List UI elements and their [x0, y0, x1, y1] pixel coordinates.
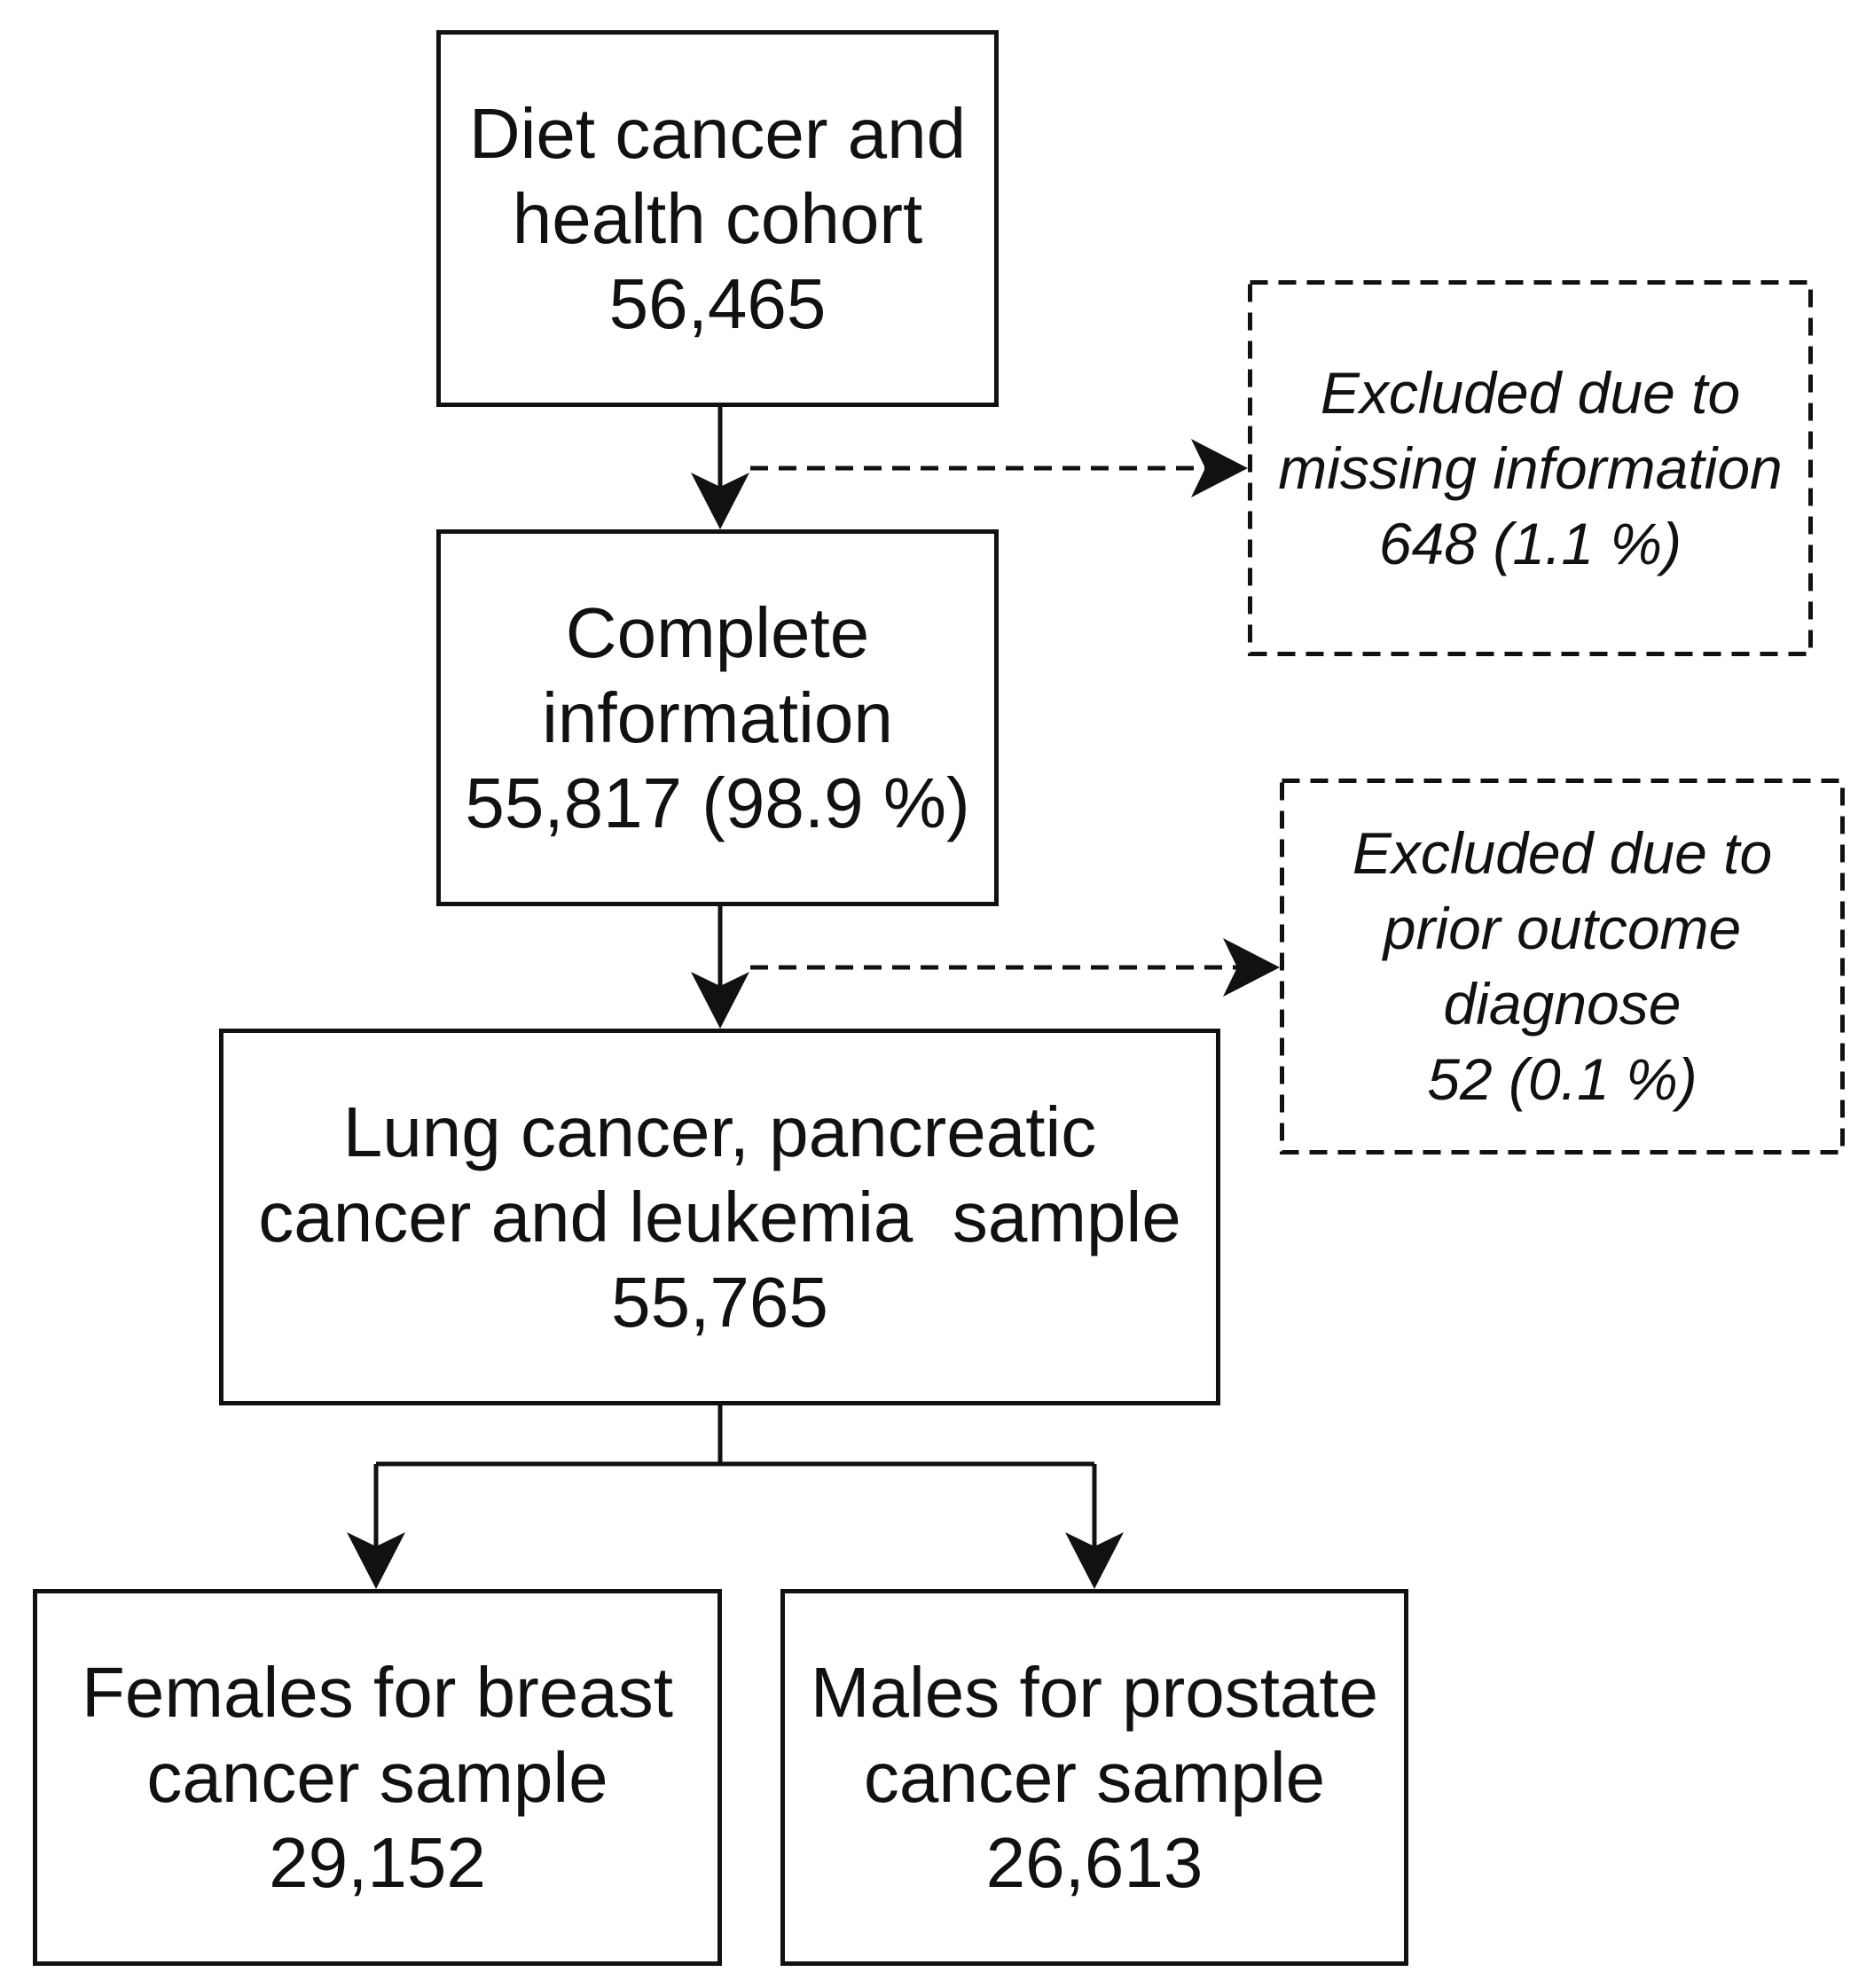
complete-count: 55,817 (98.9 %) [465, 763, 970, 842]
arrowhead-down [1065, 1532, 1124, 1589]
prior-line-3: diagnose [1443, 971, 1682, 1037]
sample-line-2: cancer and leukemia sample [258, 1177, 1181, 1256]
dashed-frame [1248, 280, 1813, 656]
males-prostate-cancer-box: Males for prostate cancer sample 26,613 [780, 1589, 1408, 1966]
prior-line-1: Excluded due to [1352, 820, 1773, 886]
complete-information-box: Complete information 55,817 (98.9 %) [436, 529, 999, 906]
cohort-line-1: Diet cancer and [468, 93, 967, 173]
excluded-missing-information-box: Excluded due to missing information 648 … [1248, 280, 1813, 656]
arrowhead-right [1191, 439, 1248, 497]
arrowhead-down [347, 1532, 405, 1589]
females-line-1: Females for breast [82, 1652, 673, 1732]
missing-count: 648 (1.1 %) [1378, 510, 1682, 576]
males-line-1: Males for prostate [810, 1652, 1379, 1732]
sample-count: 55,765 [611, 1262, 828, 1342]
complete-line-1: Complete [565, 592, 870, 672]
females-line-2: cancer sample [146, 1737, 608, 1817]
prior-line-2: prior outcome [1383, 896, 1742, 961]
sample-line-1: Lung cancer, pancreatic [342, 1092, 1097, 1171]
dashed-frame [1280, 779, 1845, 1154]
missing-line-2: missing information [1278, 434, 1783, 501]
cohort-line-2: health cohort [512, 178, 923, 258]
cohort-count: 56,465 [608, 263, 827, 343]
females-breast-cancer-box: Females for breast cancer sample 29,152 [33, 1589, 722, 1966]
prior-count: 52 (0.1 %) [1427, 1046, 1697, 1112]
arrowhead-down [691, 972, 749, 1029]
missing-line-1: Excluded due to [1320, 359, 1741, 426]
males-count: 26,613 [985, 1822, 1203, 1902]
lung-pancreatic-leukemia-sample-box: Lung cancer, pancreatic cancer and leuke… [219, 1029, 1220, 1405]
arrowhead-right [1223, 938, 1280, 997]
complete-line-2: information [542, 677, 893, 757]
excluded-prior-outcome-box: Excluded due to prior outcome diagnose 5… [1280, 779, 1845, 1154]
females-count: 29,152 [269, 1822, 486, 1902]
cohort-box: Diet cancer and health cohort 56,465 [436, 30, 999, 407]
males-line-2: cancer sample [863, 1737, 1326, 1817]
arrowhead-down [691, 473, 749, 529]
